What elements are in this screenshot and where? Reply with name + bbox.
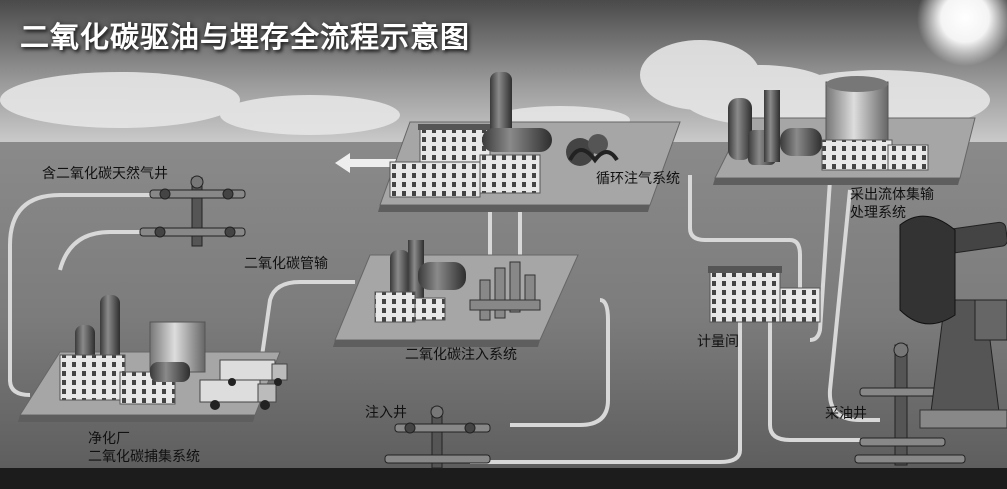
label-production-well: 采油井 <box>825 406 867 422</box>
label-recycle-system: 循环注气系统 <box>596 171 680 187</box>
label-pipeline: 二氧化碳管输 <box>244 256 328 272</box>
flow-arrow <box>335 153 350 173</box>
label-plant-group: 净化厂 二氧化碳捕集系统 <box>88 430 200 466</box>
label-metering-room: 计量间 <box>697 334 739 350</box>
production-wellhead <box>854 342 966 466</box>
label-produced-fluid-system: 采出流体集输 处理系统 <box>850 186 934 222</box>
pump-jack <box>899 215 1007 429</box>
gas-wellhead <box>139 175 246 247</box>
produced-fluid-platform <box>713 76 976 185</box>
label-gas-well: 含二氧化碳天然气井 <box>42 166 168 182</box>
ground-edge <box>0 468 1007 489</box>
injection-platform <box>333 240 579 347</box>
label-purification-plant: 净化厂 <box>88 431 130 447</box>
trucks <box>199 359 288 410</box>
pipelines <box>8 175 880 464</box>
sun <box>917 0 1007 66</box>
label-injection-system: 二氧化碳注入系统 <box>405 347 517 363</box>
metering-room-building <box>708 266 821 323</box>
label-injection-well: 注入井 <box>365 405 407 421</box>
injection-wellhead <box>384 405 491 469</box>
label-capture-system: 二氧化碳捕集系统 <box>88 449 200 466</box>
recycle-gas-platform <box>378 72 681 212</box>
label-produced-fluid-line1: 采出流体集输 <box>850 187 934 203</box>
diagram-title: 二氧化碳驱油与埋存全流程示意图 <box>20 20 471 54</box>
flow-arrow-shaft <box>350 159 420 167</box>
label-produced-fluid-line2: 处理系统 <box>850 205 906 222</box>
purification-platform <box>18 295 281 422</box>
